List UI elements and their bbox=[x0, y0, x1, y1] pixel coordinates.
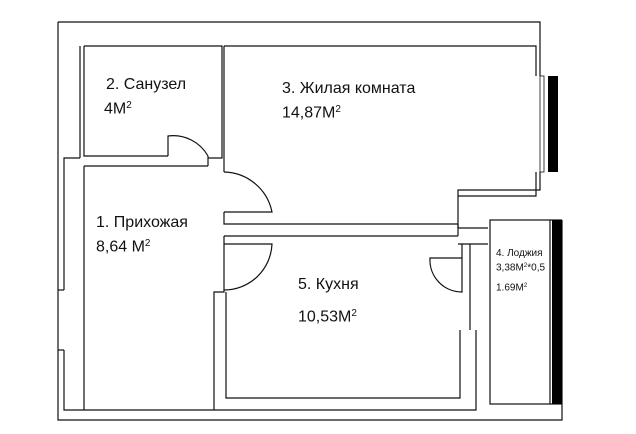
living-room-name: 3. Жилая комната bbox=[282, 80, 416, 97]
living-window-frame bbox=[539, 75, 545, 173]
bathroom-name: 2. Санузел bbox=[106, 76, 187, 93]
loggia-area: 3,38М2*0,5 bbox=[496, 262, 546, 274]
hallway-name: 1. Прихожая bbox=[96, 214, 188, 231]
walls bbox=[57, 21, 563, 421]
kitchen-name: 5. Кухня bbox=[298, 276, 359, 293]
windows bbox=[539, 75, 562, 404]
bathroom-area: 4М2 bbox=[104, 100, 132, 118]
living-window bbox=[548, 76, 558, 172]
hallway-area: 8,64 М2 bbox=[96, 238, 151, 256]
loggia-name: 4. Лоджия bbox=[496, 248, 543, 259]
loggia-reduced-area: 1.69М2 bbox=[496, 282, 528, 294]
loggia-window bbox=[552, 220, 562, 404]
living-room-area: 14,87М2 bbox=[282, 104, 341, 122]
kitchen-area: 10,53М2 bbox=[298, 308, 357, 326]
